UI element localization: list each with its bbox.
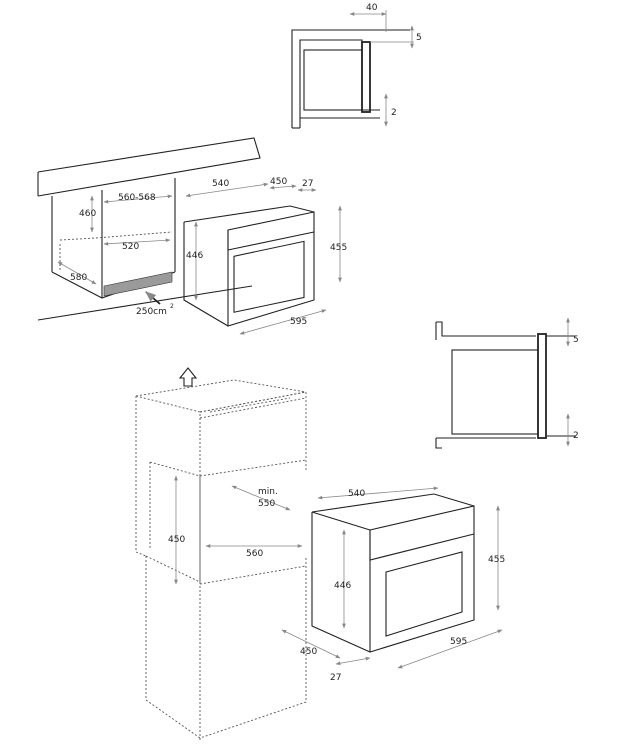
dim-label-520: 520: [122, 242, 139, 252]
dim-label-455-top: 455: [330, 243, 347, 253]
dim-label-450-opening: 450: [168, 535, 185, 545]
cabinet-edge-inner: [299, 39, 363, 128]
dim-label-250cm: 250cm: [136, 307, 167, 317]
dim-label-27-top: 27: [302, 179, 313, 189]
tall-unit-cabinet: 450 min. 550 560: [135, 367, 307, 740]
dim-label-595-bottom: 595: [450, 637, 467, 647]
dim-label-2-side: 2: [573, 431, 579, 441]
oven-body-side-detail: [451, 349, 539, 435]
dim-label-560-opening: 560: [246, 549, 263, 559]
oven-front-bottom: [369, 505, 475, 653]
oven-front-side-detail: [537, 333, 547, 439]
dim-label-min: min.: [258, 487, 278, 497]
dim-label-540-top: 540: [212, 179, 229, 189]
oven-front-panel-detail: [361, 41, 371, 113]
dim-label-5-top: 5: [416, 33, 422, 43]
cabinet-edge-outer: [291, 29, 410, 128]
dim-label-446-top: 446: [186, 251, 203, 261]
dim-label-580: 580: [70, 273, 87, 283]
oven-bottom-view: 540 455 446 595 450 27: [281, 486, 505, 683]
air-up-arrow: [178, 367, 198, 387]
oven-top-view: 540 450 27 455 446 595: [183, 177, 347, 335]
vent-grille: [103, 271, 173, 297]
dim-label-460: 460: [79, 209, 96, 219]
dim-label-250cm-sup: 2: [170, 303, 174, 310]
dim-label-450-bottom: 450: [300, 647, 317, 657]
dim-label-455-bottom: 455: [488, 555, 505, 565]
dim-label-40: 40: [366, 3, 378, 13]
dim-label-5-side: 5: [573, 335, 579, 345]
vent-arrow: [145, 291, 161, 305]
dim-label-27-bottom: 27: [330, 673, 341, 683]
countertop: [37, 137, 261, 197]
dim-label-450-top: 450: [270, 177, 287, 187]
oven-window-top: [233, 240, 305, 313]
detail-top-section: 40 5 2: [291, 3, 422, 129]
dim-label-595-top: 595: [290, 317, 307, 327]
under-counter-cabinet: 460 560-568 520 580 250cm 2: [37, 137, 261, 321]
oven-front-top: [227, 211, 315, 327]
dim-label-540-bottom: 540: [348, 489, 365, 499]
dim-label-446-bottom: 446: [334, 581, 351, 591]
dim-label-560-568: 560-568: [118, 193, 156, 203]
oven-body-detail: [303, 49, 363, 111]
dim-label-550: 550: [258, 499, 275, 509]
dim-label-2-top: 2: [391, 108, 397, 118]
detail-side-section: 5 2: [435, 317, 579, 449]
floor-line: [37, 285, 253, 321]
oven-window-bottom: [385, 551, 463, 637]
